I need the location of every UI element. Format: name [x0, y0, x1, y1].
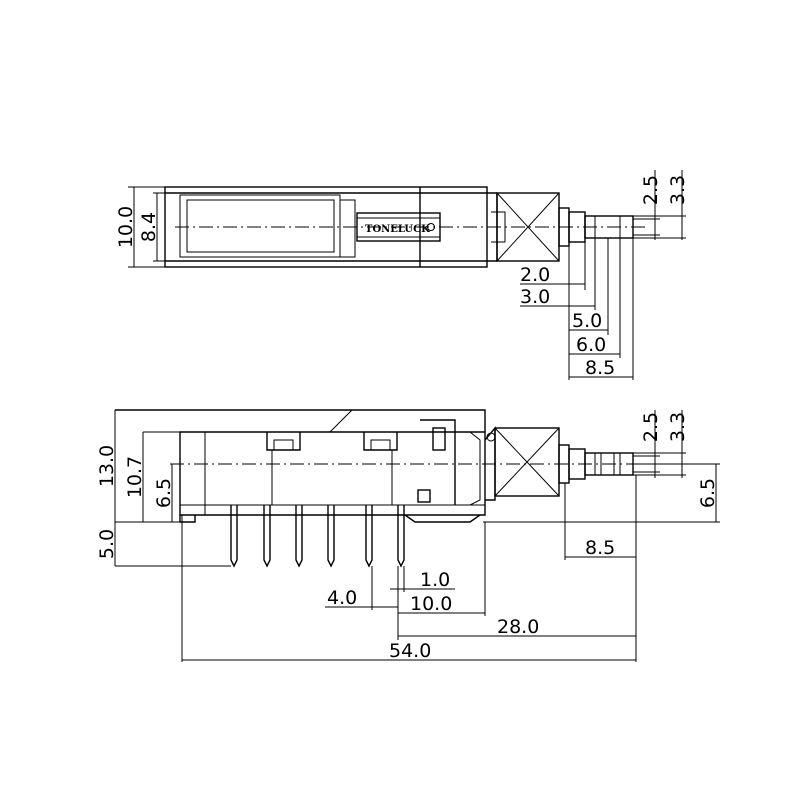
- dim-side-travel: 8.5: [585, 537, 615, 559]
- dim-top-len-1: 2.0: [520, 264, 550, 286]
- pin: [295, 505, 303, 568]
- side-view: 13.0 10.7 6.5 5.0 2.5 3.3 6.5 8.5 1.0 4.…: [96, 409, 720, 662]
- dim-top-len-2: 3.0: [520, 286, 550, 308]
- dim-top-len-4: 6.0: [576, 334, 606, 356]
- dim-side-stem-a: 2.5: [640, 412, 662, 442]
- dim-side-pin-length: 5.0: [96, 529, 118, 559]
- pin: [230, 505, 238, 568]
- pin: [263, 505, 271, 568]
- dim-top-len-5: 8.5: [585, 357, 615, 379]
- dim-side-overall: 54.0: [389, 640, 431, 662]
- dim-side-height-body: 10.7: [124, 456, 146, 498]
- dim-side-stem-b: 3.3: [667, 412, 689, 442]
- brand-label: TONELUCK: [365, 224, 430, 235]
- dim-side-axis-right: 6.5: [697, 478, 719, 508]
- dim-side-pin-gap: 1.0: [420, 569, 450, 591]
- side-frame-top: [115, 409, 486, 432]
- pin: [397, 505, 405, 568]
- side-body-outline: [179, 431, 486, 516]
- dim-top-stem-a: 2.5: [640, 175, 662, 205]
- pin: [365, 505, 373, 568]
- top-inner-slot: [179, 194, 341, 258]
- contact-window-right: [363, 432, 398, 451]
- dim-top-stem-b: 3.3: [667, 175, 689, 205]
- contact-window-left: [266, 432, 301, 451]
- dim-side-pin-pitch: 4.0: [327, 587, 357, 609]
- dim-side-height-total: 13.0: [96, 445, 118, 487]
- dim-side-height-axis: 6.5: [153, 478, 175, 508]
- top-view: TONELUCK 10.0 8.4 2.5: [115, 170, 689, 380]
- dim-top-height-body: 8.4: [138, 212, 160, 242]
- dim-side-to-tip: 28.0: [497, 616, 539, 638]
- dim-top-len-3: 5.0: [572, 310, 602, 332]
- dim-top-height-total: 10.0: [115, 206, 137, 248]
- pins: [230, 505, 405, 568]
- dim-side-to-front: 10.0: [410, 593, 452, 615]
- pin: [327, 505, 335, 568]
